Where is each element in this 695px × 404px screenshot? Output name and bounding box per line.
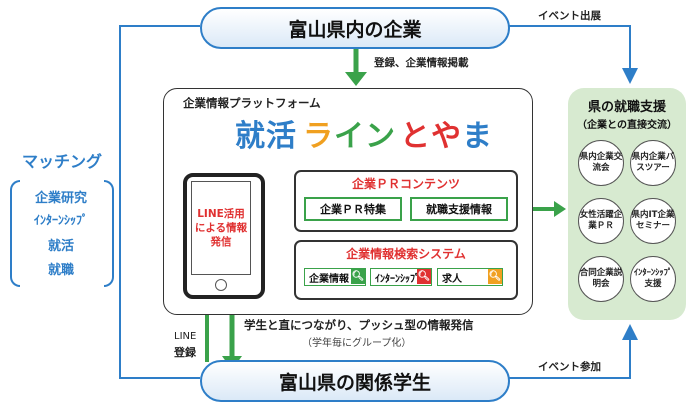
logo-char-2: 活	[266, 119, 297, 154]
event-exhibit-label: イベント出展	[538, 10, 601, 22]
left-bracket	[10, 180, 20, 287]
phone-home-button	[215, 279, 227, 291]
search-icon: 🔍︎	[488, 269, 502, 284]
search-internship: ｲﾝﾀｰﾝｼｯﾌﾟ 🔍︎	[370, 268, 432, 286]
matching-item-4: 就職	[47, 263, 74, 278]
support-subtitle: （企業との直接交流）	[577, 120, 677, 131]
support-item-1-label: 県内企業交流会	[579, 152, 623, 173]
support-item-6-label: ｲﾝﾀｰﾝｼｯﾌﾟ支援	[633, 268, 673, 289]
line-register-label-2: 登録	[174, 346, 196, 359]
logo-char-6: と	[400, 119, 431, 154]
students-node: 富山県の関係学生	[200, 360, 510, 402]
search-system-title: 企業情報検索システム	[346, 247, 466, 261]
loop-line	[119, 25, 200, 379]
support-item-2-label: 県内企業バスツアー	[631, 152, 675, 173]
logo-char-8: ま	[462, 119, 493, 154]
search-icon: 🔍︎	[351, 269, 365, 284]
matching-item-3: 就活	[47, 239, 74, 254]
event-join-label: イベント参加	[538, 361, 601, 373]
support-item-5: 合同企業説明会	[578, 256, 624, 302]
logo: 就 活 ラ イ ン と や ま	[235, 112, 492, 154]
push-sublabel: （学年毎にグループ化）	[302, 338, 412, 349]
logo-char-4: イ	[334, 119, 365, 154]
support-item-5-label: 合同企業説明会	[579, 268, 623, 289]
job-support-item: 就職支援情報	[410, 197, 508, 221]
line-register-label-1: LINE	[174, 331, 197, 342]
support-item-4-label: 県内IT企業セミナー	[631, 210, 675, 231]
support-item-3: 女性活躍企業ＰＲ	[578, 198, 624, 244]
search-jobs-label: 求人	[442, 273, 462, 285]
job-support-label: 就職支援情報	[426, 203, 492, 216]
phone-text: LINE活用による情報発信	[194, 208, 248, 248]
matching-title: マッチング	[21, 152, 102, 171]
pr-feature-item: 企業ＰＲ特集	[304, 197, 402, 221]
logo-char-5: ン	[365, 119, 396, 154]
support-item-1: 県内企業交流会	[578, 140, 624, 186]
students-label: 富山県の関係学生	[278, 371, 431, 394]
right-bracket	[104, 180, 114, 287]
logo-char-1: 就	[235, 119, 266, 154]
matching-item-1: 企業研究	[34, 191, 87, 206]
participate-arrow	[508, 324, 638, 379]
pr-feature-label: 企業ＰＲ特集	[320, 203, 386, 216]
platform-title: 企業情報プラットフォーム	[183, 96, 321, 110]
search-jobs: 求人 🔍︎	[437, 268, 503, 286]
logo-char-3: ラ	[303, 119, 334, 154]
support-item-6: ｲﾝﾀｰﾝｼｯﾌﾟ支援	[630, 256, 676, 302]
exhibit-arrow	[508, 25, 638, 84]
support-item-4: 県内IT企業セミナー	[630, 198, 676, 244]
search-internship-label: ｲﾝﾀｰﾝｼｯﾌﾟ	[375, 273, 420, 285]
smartphone: LINE活用による情報発信	[183, 173, 265, 299]
search-icon: 🔍︎	[417, 269, 431, 284]
phone-screen: LINE活用による情報発信	[191, 181, 251, 275]
companies-node: 富山県内の企業	[200, 7, 510, 49]
register-label: 登録、企業情報掲載	[374, 57, 469, 69]
logo-char-7: や	[431, 119, 462, 154]
search-company-label: 企業情報	[309, 273, 349, 285]
support-item-2: 県内企業バスツアー	[630, 140, 676, 186]
push-label: 学生と直につながり、プッシュ型の情報発信	[244, 318, 474, 332]
pr-content-title: 企業ＰＲコンテンツ	[351, 177, 460, 191]
matching-item-2: ｲﾝﾀｰﾝｼｯﾌﾟ	[33, 213, 88, 227]
search-company: 企業情報 🔍︎	[304, 268, 366, 286]
support-title: 県の就職支援	[587, 100, 666, 115]
companies-label: 富山県内の企業	[288, 18, 422, 41]
support-item-3-label: 女性活躍企業ＰＲ	[579, 210, 623, 231]
